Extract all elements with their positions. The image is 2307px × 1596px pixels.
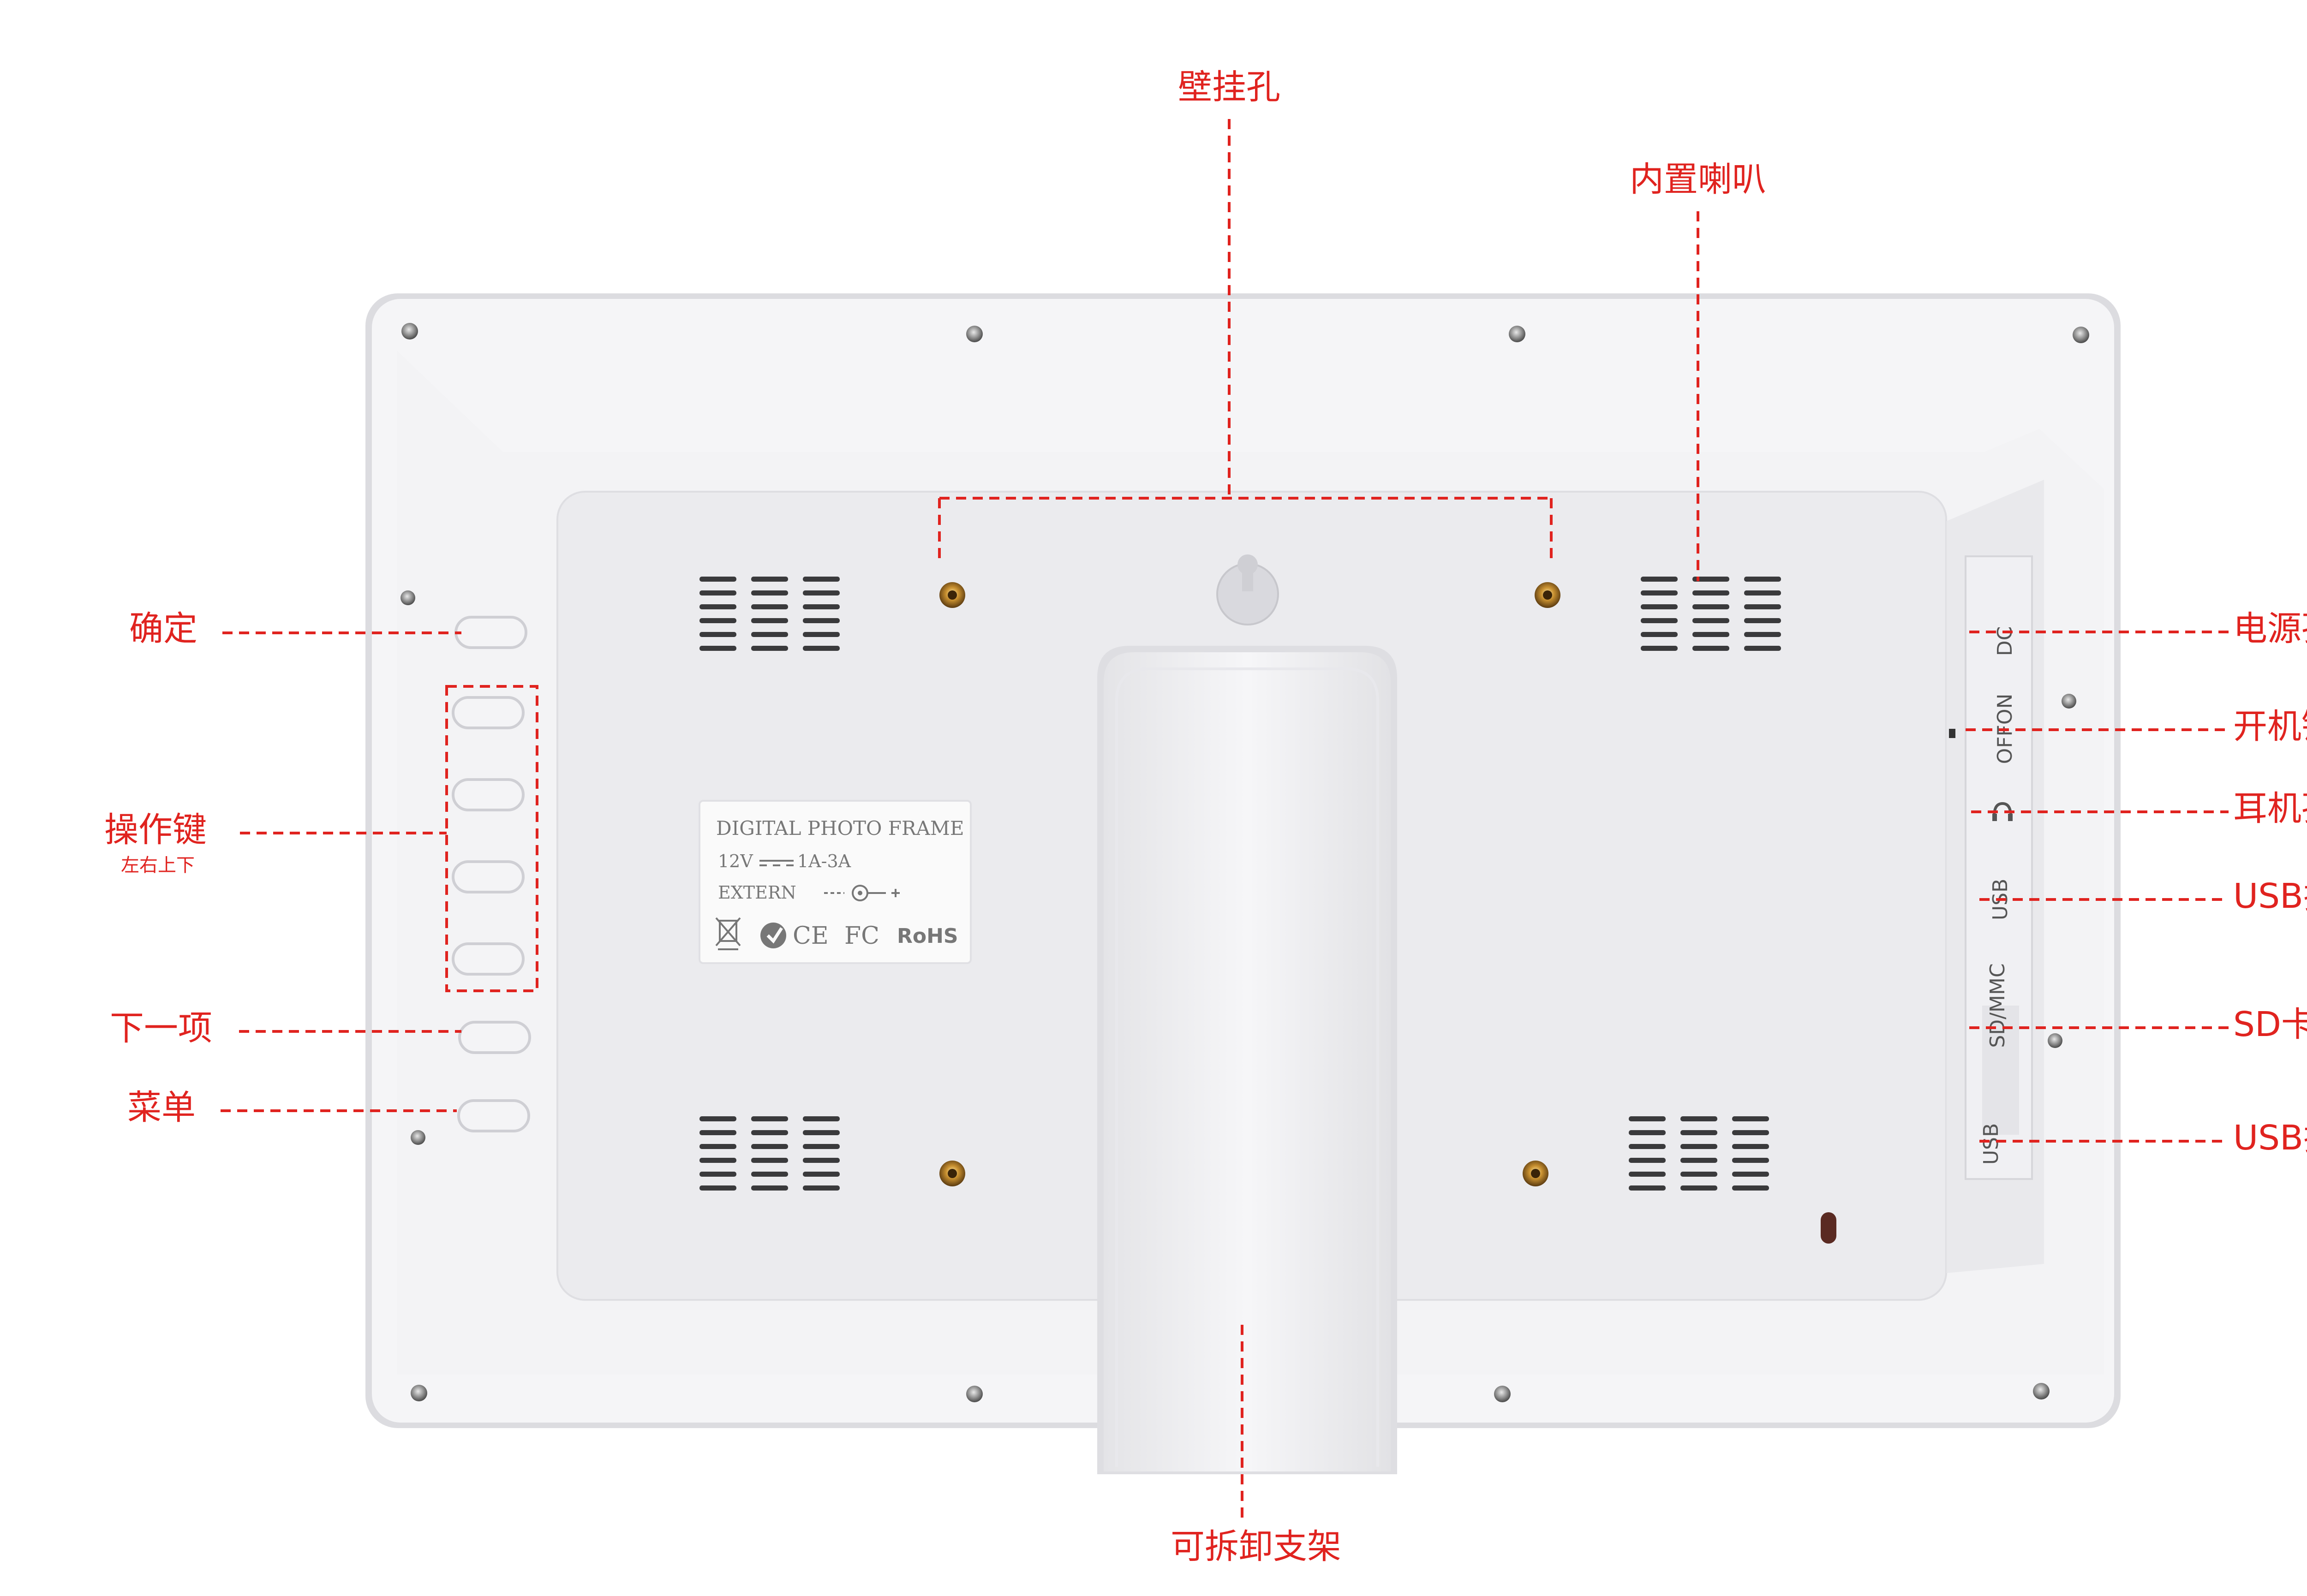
speaker-grille-bottom-right [1629,1116,1769,1191]
side-buttons [452,616,531,1132]
callout-next-item: 下一项 [110,1008,212,1048]
speaker-grille-bottom-left [699,1116,840,1191]
callout-sd-slot: SD卡插槽 [2233,1005,2307,1044]
product-sticker: DIGITAL PHOTO FRAME 12V 1A-3A EXTERN [699,800,972,964]
detachable-stand [1097,646,1397,1474]
callout-lines [221,119,2229,1518]
cert-fc: FC [844,922,879,950]
port-labels: DC OFFON USB SD/MMC USB [1979,626,2017,1165]
callout-operation-keys: 操作键 [104,810,207,850]
sticker-extern: EXTERN [718,882,796,903]
callout-headphone-hole: 耳机孔 [2233,789,2307,828]
indicator-hole [1821,1212,1836,1244]
dc-symbol [759,860,794,866]
callout-usb-port-1: USB插孔 [2233,876,2307,916]
weee-bin-icon [715,917,741,950]
operation-keys-box [445,685,538,992]
brass-inserts [939,582,1560,1186]
callout-operation-keys-sub: 左右上下 [121,855,195,876]
cert-ce: CE [793,922,829,950]
port-label-sd-mmc: SD/MMC [1986,963,2009,1048]
cert-rohs: RoHS [897,924,958,948]
screws [400,323,2089,1402]
callout-menu: 菜单 [127,1088,196,1127]
polarity-symbol [824,885,900,901]
sticker-title: DIGITAL PHOTO FRAME [716,817,964,840]
callout-wall-hole: 壁挂孔 [1178,67,1280,107]
callout-confirm: 确定 [129,609,197,649]
wall-hanger-keyhole [1216,554,1279,625]
port-strip [1949,555,2033,1180]
headphone-icon [1992,802,2013,821]
callout-power-key: 开机键 [2233,707,2307,746]
sticker-rating-right: 1A-3A [797,851,851,871]
c-tick-icon [760,923,786,948]
speaker-grille-top-right [1641,577,1781,651]
speaker-grille-top-left [699,577,840,651]
callout-speaker: 内置喇叭 [1630,160,1766,199]
callout-power-hole: 电源孔 [2233,609,2307,649]
callout-usb-port-2: USB插孔 [2233,1118,2307,1158]
sticker-rating-left: 12V [718,851,753,871]
port-label-usb-2: USB [1979,1123,2003,1165]
callout-stand: 可拆卸支架 [1171,1527,1341,1566]
